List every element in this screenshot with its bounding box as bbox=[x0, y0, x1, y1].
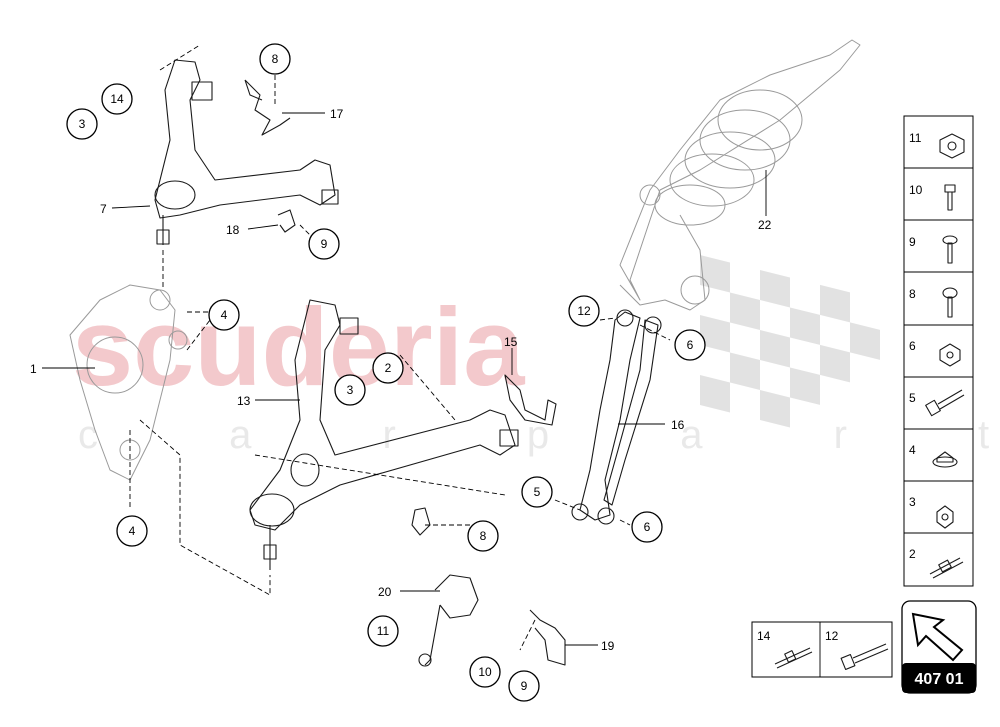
callout-2: 2 bbox=[372, 352, 404, 384]
label-19: 19 bbox=[601, 639, 615, 653]
svg-text:11: 11 bbox=[377, 624, 390, 638]
callout-5: 5 bbox=[521, 476, 553, 508]
nut-icon bbox=[939, 343, 961, 367]
label-15: 15 bbox=[504, 335, 518, 349]
parts-table-number: 11 bbox=[909, 131, 922, 145]
label-20: 20 bbox=[378, 585, 392, 599]
nut-flange-icon bbox=[939, 133, 965, 159]
shock-absorber-ghost bbox=[619, 39, 861, 311]
callout-6: 6 bbox=[674, 329, 706, 361]
callout-4: 4 bbox=[116, 515, 148, 547]
bolt-icon bbox=[942, 287, 958, 318]
svg-text:8: 8 bbox=[480, 529, 487, 543]
small-brackets bbox=[244, 79, 566, 667]
svg-text:6: 6 bbox=[687, 338, 694, 352]
svg-text:9: 9 bbox=[521, 679, 528, 693]
callout-8: 8 bbox=[467, 520, 499, 552]
label-22: 22 bbox=[758, 218, 772, 232]
callout-12: 12 bbox=[568, 295, 600, 327]
parts-table-number: 6 bbox=[909, 339, 916, 353]
svg-text:12: 12 bbox=[577, 304, 591, 318]
svg-text:3: 3 bbox=[79, 117, 86, 131]
diagram-reference-button[interactable]: 407 01 bbox=[901, 600, 977, 694]
label-17: 17 bbox=[330, 107, 344, 121]
flange-nut-icon bbox=[932, 451, 958, 468]
watermark: scuderia c a r p a r t s bbox=[72, 255, 1000, 457]
parts-table-number: 5 bbox=[909, 391, 916, 405]
callout-9: 9 bbox=[508, 670, 540, 702]
arrow-up-left-icon bbox=[911, 612, 964, 662]
callout-9: 9 bbox=[308, 228, 340, 260]
svg-text:4: 4 bbox=[129, 524, 136, 538]
watermark-checker-flag bbox=[700, 255, 880, 428]
tie-link bbox=[571, 309, 662, 525]
callout-10: 10 bbox=[469, 656, 501, 688]
text-labels: 7 17 18 22 1 13 15 16 20 19 bbox=[30, 107, 772, 653]
long-bolt-icon bbox=[840, 643, 889, 670]
parts-table-number: 4 bbox=[909, 443, 916, 457]
diagram-reference-label: 407 01 bbox=[915, 671, 964, 688]
bottom-table-number: 14 bbox=[757, 629, 771, 643]
svg-text:10: 10 bbox=[478, 665, 492, 679]
parts-table-frame bbox=[903, 115, 974, 587]
stud-icon bbox=[774, 647, 813, 669]
callout-3: 3 bbox=[66, 108, 98, 140]
svg-text:4: 4 bbox=[221, 308, 228, 322]
svg-text:5: 5 bbox=[534, 485, 541, 499]
lower-control-arm bbox=[249, 299, 519, 570]
parts-table: 11 10 9 8 6 5 4 3 2 bbox=[903, 115, 974, 587]
bottom-table-number: 12 bbox=[825, 629, 839, 643]
callout-6: 6 bbox=[631, 511, 663, 543]
parts-table-number: 9 bbox=[909, 235, 916, 249]
callout-11: 11 bbox=[367, 615, 399, 647]
parts-table-number: 10 bbox=[909, 183, 923, 197]
label-1: 1 bbox=[30, 362, 37, 376]
wheel-knuckle bbox=[69, 284, 188, 481]
bolt-icon bbox=[942, 235, 958, 264]
stud-icon bbox=[929, 557, 964, 579]
label-16: 16 bbox=[671, 418, 685, 432]
bottom-parts-table: 14 12 bbox=[751, 621, 893, 678]
parts-table-number: 8 bbox=[909, 287, 916, 301]
svg-text:8: 8 bbox=[272, 52, 279, 66]
label-7: 7 bbox=[100, 202, 107, 216]
svg-text:9: 9 bbox=[321, 237, 328, 251]
dashed-assembly-lines bbox=[129, 44, 671, 651]
label-13: 13 bbox=[237, 394, 251, 408]
svg-text:14: 14 bbox=[110, 92, 124, 106]
callout-4: 4 bbox=[208, 299, 240, 331]
label-18: 18 bbox=[226, 223, 240, 237]
svg-text:6: 6 bbox=[644, 520, 651, 534]
short-bolt-icon bbox=[944, 184, 956, 211]
parts-table-number: 2 bbox=[909, 547, 916, 561]
callout-14: 14 bbox=[101, 83, 133, 115]
watermark-sub-text: c a r p a r t s bbox=[78, 413, 1000, 457]
upper-control-arm bbox=[154, 59, 339, 245]
callout-3: 3 bbox=[334, 374, 366, 406]
long-bolt-icon bbox=[925, 389, 965, 417]
parts-table-number: 3 bbox=[909, 495, 916, 509]
svg-text:2: 2 bbox=[385, 361, 392, 375]
callout-8: 8 bbox=[259, 43, 291, 75]
leader-lines bbox=[42, 112, 767, 646]
nut-icon bbox=[936, 505, 954, 529]
svg-text:3: 3 bbox=[347, 383, 354, 397]
callouts: 3 14 8 9 4 4 3 2 12 6 5 6 8 11 10 9 bbox=[66, 43, 706, 702]
